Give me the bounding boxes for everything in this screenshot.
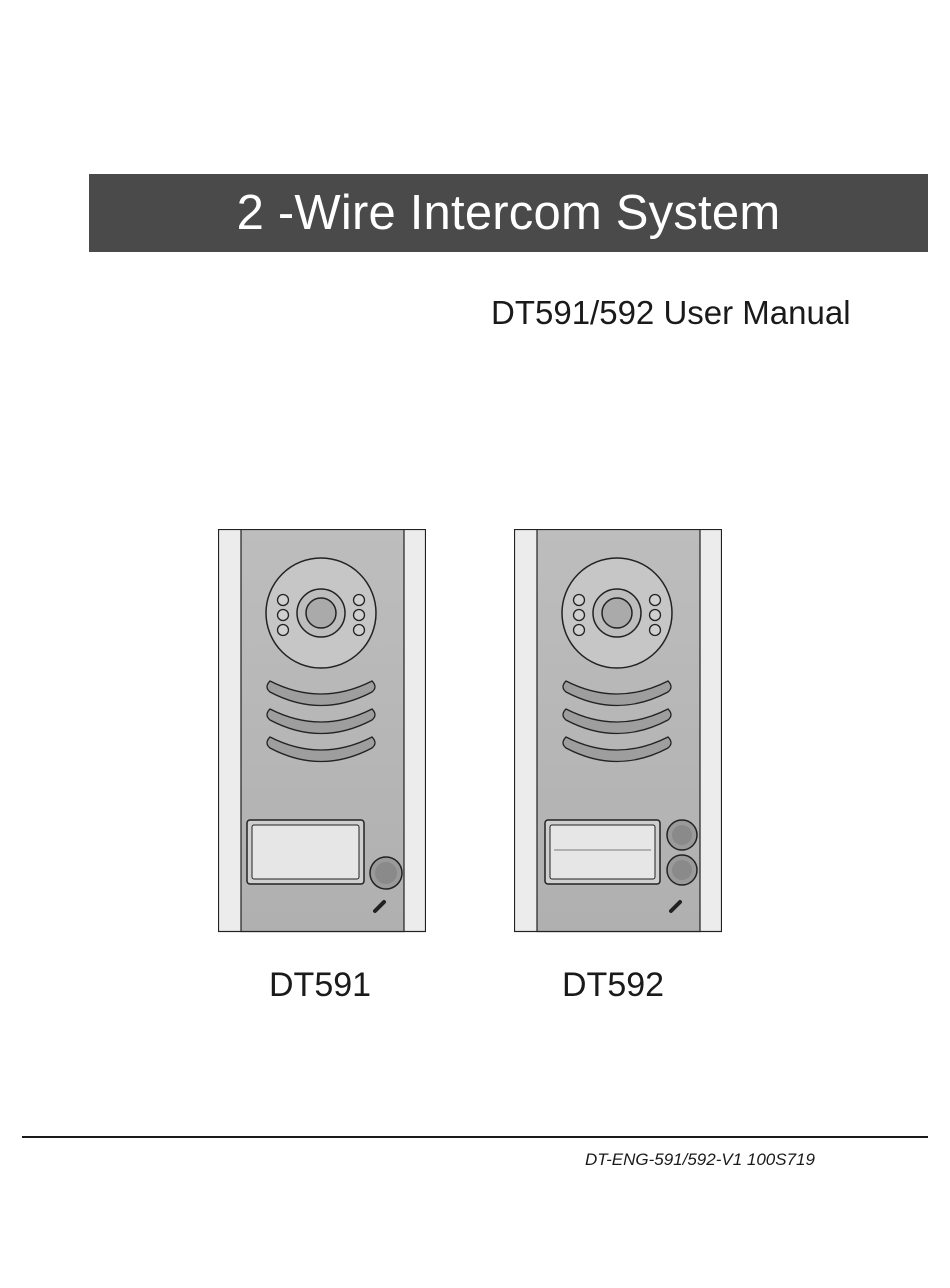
- device-dt591-illustration: [218, 529, 426, 933]
- microphone-icon: [669, 900, 682, 913]
- device-dt592-illustration: [514, 529, 722, 933]
- document-code: DT-ENG-591/592-V1 100S719: [585, 1150, 815, 1169]
- device-label-dt591: DT591: [269, 966, 372, 1004]
- document-title: 2 -Wire Intercom System: [236, 186, 781, 240]
- document-subtitle: DT591/592 User Manual: [491, 294, 851, 331]
- device-label-dt592: DT592: [562, 966, 665, 1004]
- camera-lens-icon: [601, 597, 633, 629]
- title-banner: 2 -Wire Intercom System: [89, 174, 928, 252]
- microphone-icon: [373, 900, 386, 913]
- speaker-grille-icon: [562, 680, 672, 763]
- camera-lens-icon: [305, 597, 337, 629]
- footer-divider: [22, 1136, 928, 1138]
- speaker-grille-icon: [266, 680, 376, 763]
